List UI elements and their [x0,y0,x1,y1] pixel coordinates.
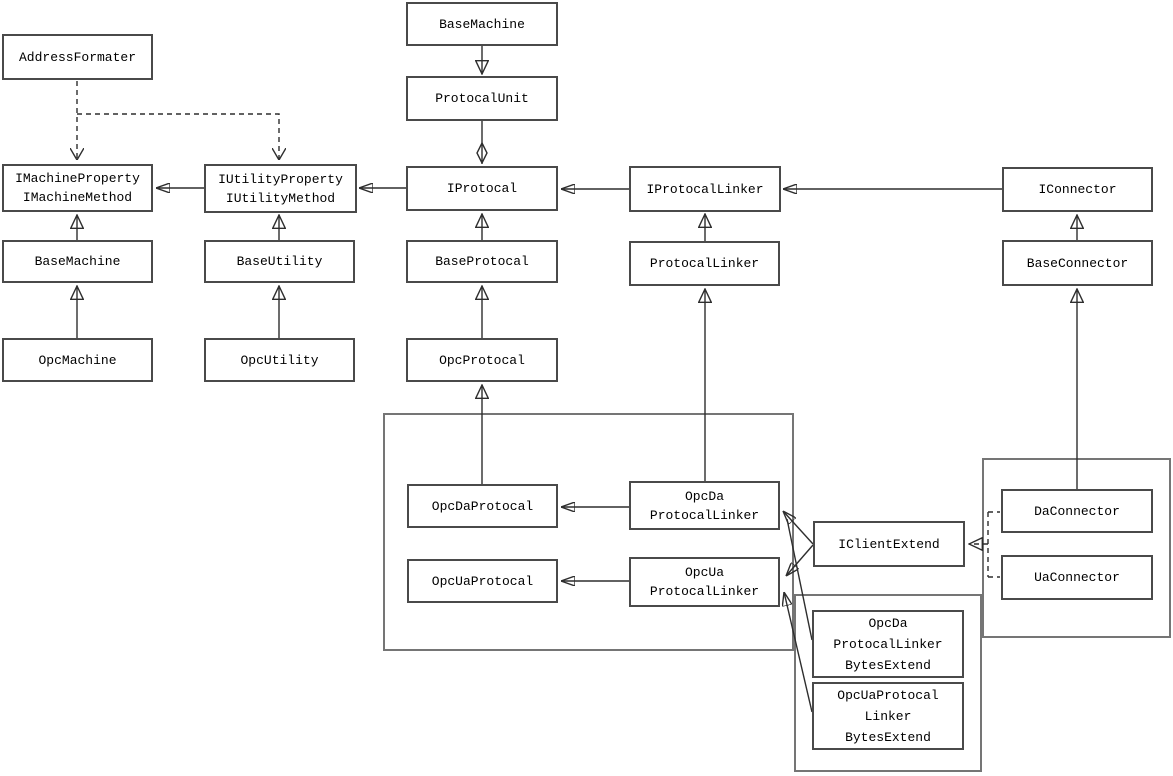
node-ua-connector: UaConnector [1001,555,1153,600]
container-bytes-extend-group [794,594,982,772]
node-label: ProtocalLinker [833,636,943,652]
node-label: Linker [864,708,912,724]
node-label: OpcMachine [38,352,117,368]
node-label: ProtocalUnit [435,91,529,106]
node-base-connector: BaseConnector [1002,240,1153,286]
edge-opcdabytesextend-opcdaprotocallinker [786,518,813,641]
node-label: OpcDa [868,615,908,631]
node-label: BaseConnector [1026,255,1129,271]
node-address-formater: AddressFormater [2,34,153,80]
node-label: IClientExtend [838,536,940,552]
node-iprotocal: IProtocal [406,166,558,211]
node-label: OpcUaProtocal [431,573,534,589]
node-label: OpcDa [684,488,724,504]
node-label: IConnector [1038,182,1117,197]
node-base-utility: BaseUtility [204,240,355,283]
node-imachine-property-method: IMachineProperty IMachineMethod [2,164,153,212]
node-label: BytesExtend [845,729,931,745]
node-opc-ua-protocal-linker-bytes-extend: OpcUaProtocal Linker BytesExtend [812,682,964,750]
node-label: IUtilityProperty [218,171,343,187]
node-iutility-property-method: IUtilityProperty IUtilityMethod [204,164,357,213]
node-label: BaseMachine [439,16,525,32]
node-label: IProtocal [446,181,518,196]
node-label: ProtocalLinker [649,584,760,599]
edge-addressformater-iutility-dependency [77,113,279,160]
edge-iclientextend-opcdaprotocallinker [783,511,814,545]
node-opc-da-protocal-linker: OpcDa ProtocalLinker [629,481,780,530]
node-opc-ua-protocal-linker: OpcUa ProtocalLinker [629,557,780,607]
node-label: BaseProtocal [435,254,529,269]
node-label: OpcProtocal [439,352,525,368]
container-opc-protocal-group [383,413,794,651]
node-base-machine-top: BaseMachine [406,2,558,46]
node-opc-da-protocal: OpcDaProtocal [407,484,558,528]
node-label: OpcUaProtocal [837,687,939,703]
node-label: IUtilityMethod [225,190,336,206]
node-label: OpcDaProtocal [431,498,534,514]
edge-connectors-iclientextend-realization [969,511,1000,578]
node-label: UaConnector [1034,570,1120,585]
node-label: ProtocalLinker [649,507,760,523]
node-label: ProtocalLinker [649,256,760,271]
node-label: BytesExtend [845,657,931,673]
node-opc-utility: OpcUtility [204,338,355,382]
node-iconnector: IConnector [1002,167,1153,212]
node-iclient-extend: IClientExtend [813,521,965,567]
node-opc-ua-protocal: OpcUaProtocal [407,559,558,603]
node-protocal-unit: ProtocalUnit [406,76,558,121]
node-opc-protocal: OpcProtocal [406,338,558,382]
node-protocal-linker: ProtocalLinker [629,241,780,286]
node-label: BaseUtility [236,254,323,269]
edge-iclientextend-opcuaprotocallinker [786,544,814,576]
node-base-protocal: BaseProtocal [406,240,558,283]
node-label: AddressFormater [18,49,137,65]
node-label: OpcUa [684,565,724,580]
node-label: IProtocalLinker [646,181,764,197]
node-opc-machine: OpcMachine [2,338,153,382]
node-da-connector: DaConnector [1001,489,1153,533]
node-label: IMachineMethod [22,190,133,205]
node-iprotocal-linker: IProtocalLinker [629,166,781,212]
node-label: DaConnector [1034,503,1120,519]
node-base-machine: BaseMachine [2,240,153,283]
node-label: OpcUtility [240,352,319,368]
node-label: BaseMachine [34,254,121,269]
node-label: IMachineProperty [15,171,140,186]
edge-opcuabytesextend-opcuaprotocallinker [784,592,813,713]
node-opc-da-protocal-linker-bytes-extend: OpcDa ProtocalLinker BytesExtend [812,610,964,678]
